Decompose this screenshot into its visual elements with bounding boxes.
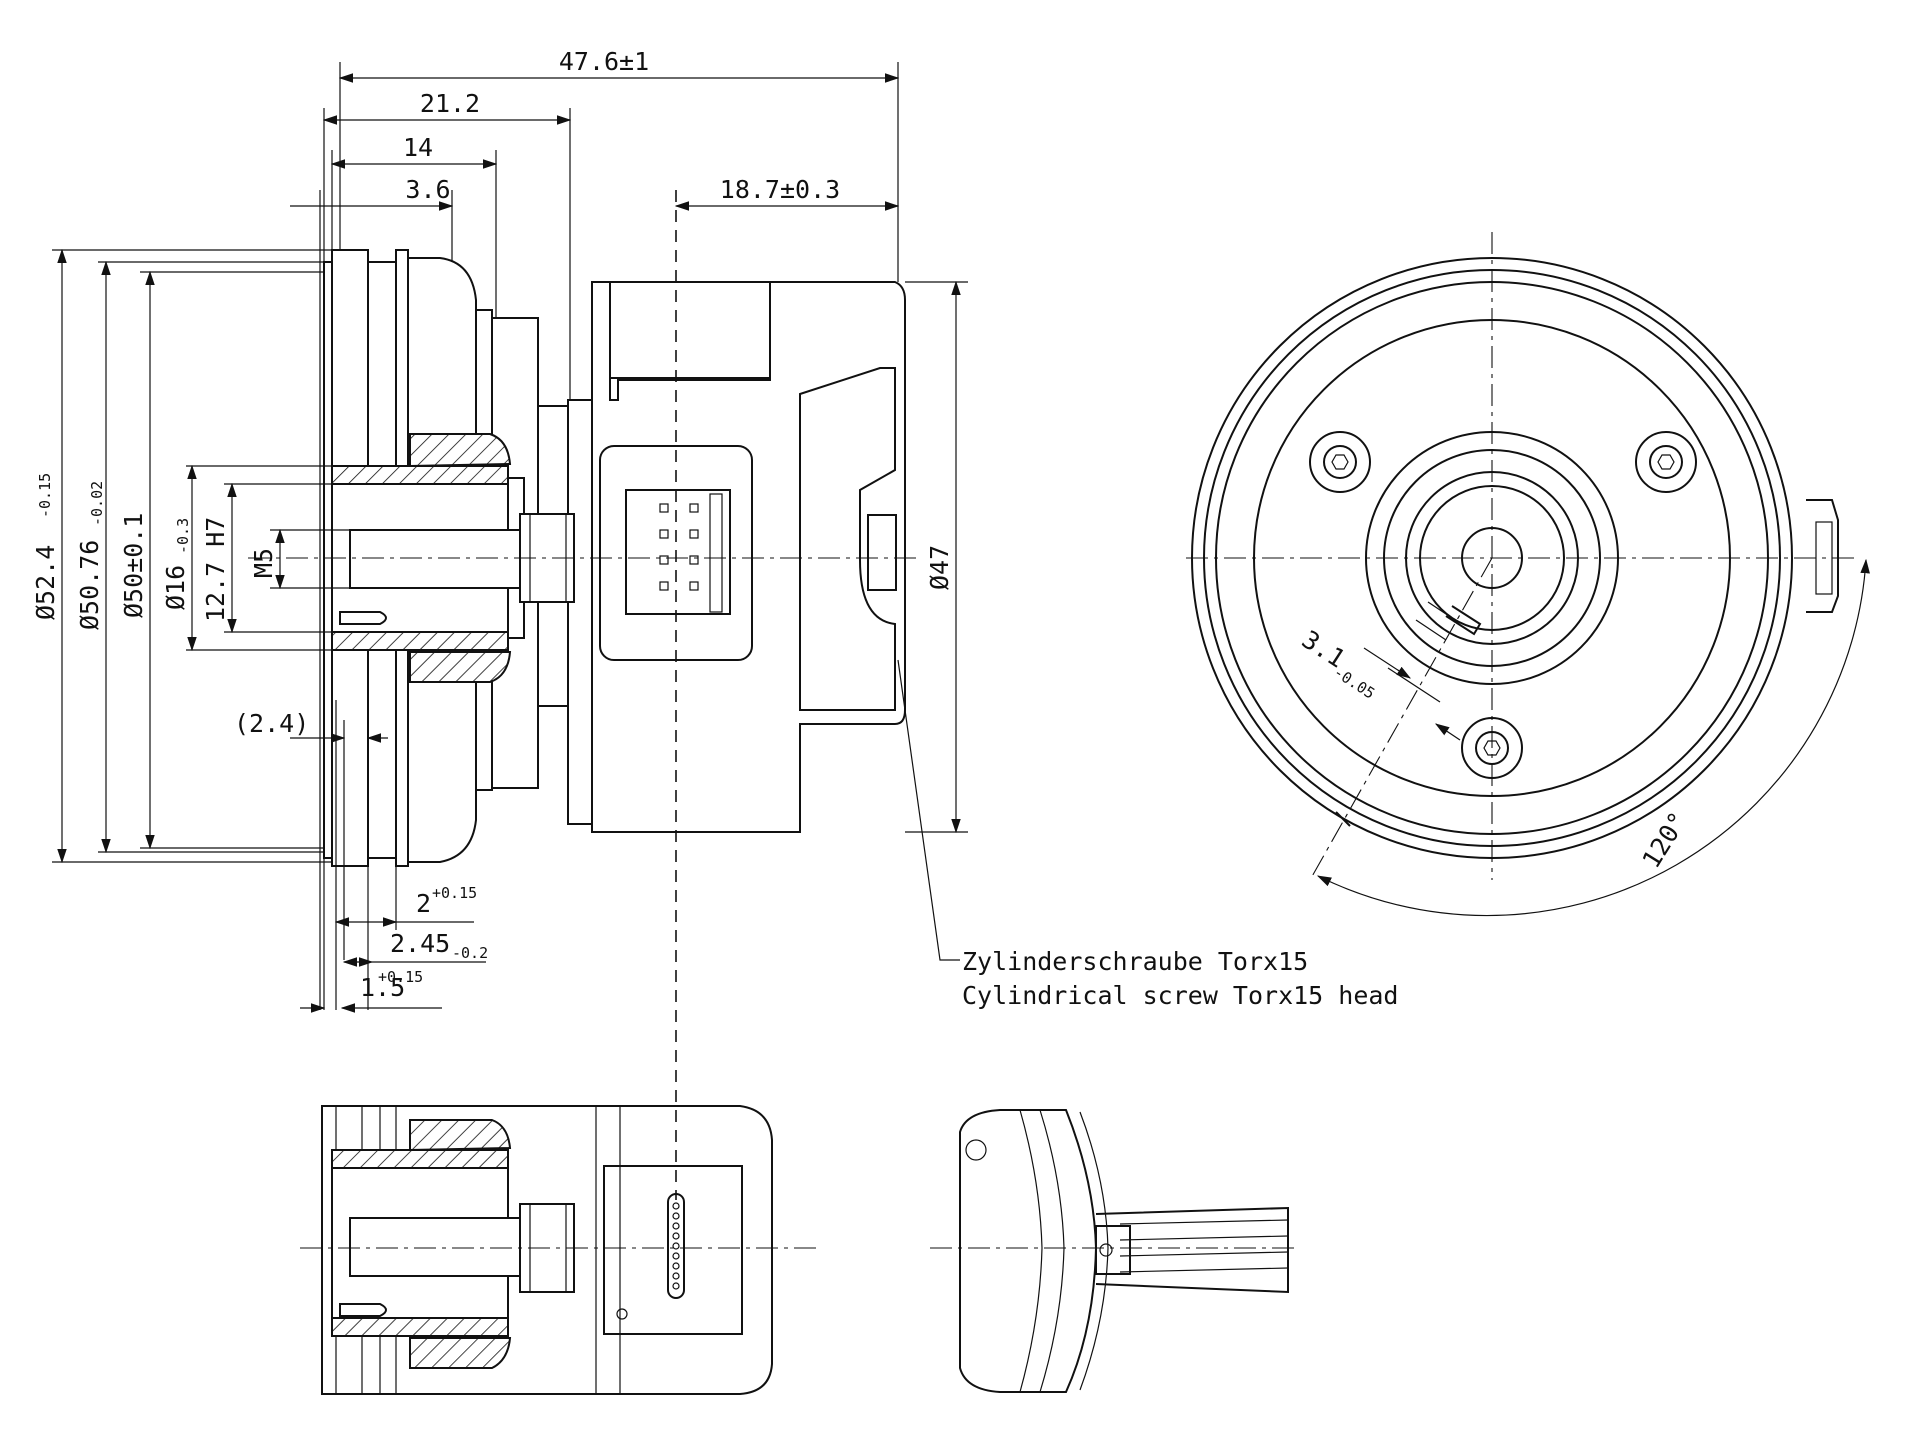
dim-overall-length: 47.6±1 xyxy=(559,47,649,76)
side-view xyxy=(248,190,920,1200)
dim-3-6: 3.6 xyxy=(405,175,450,204)
dim-dia-16: Ø16 xyxy=(161,565,190,610)
screw-hole-left xyxy=(1309,431,1371,493)
cover-top xyxy=(609,281,771,379)
cable xyxy=(1095,1206,1289,1294)
screw-slot xyxy=(867,514,897,591)
dim-key-width-tol: -0.05 xyxy=(1330,663,1378,703)
hub-hatch-bottom-outer xyxy=(409,651,512,683)
section-view xyxy=(930,1109,1300,1393)
note-screw-de: Zylinderschraube Torx15 xyxy=(962,947,1308,976)
dim-bore: 12.7 H7 xyxy=(201,517,230,622)
dim-dia-50-76: Ø50.76 xyxy=(75,540,104,630)
bottom-connector-slot xyxy=(667,1193,685,1299)
angle-arc xyxy=(1316,558,1870,917)
connector-socket xyxy=(625,489,731,615)
front-view: 3.1 -0.05 120° xyxy=(1186,232,1870,917)
dim-dia-50: Ø50±0.1 xyxy=(119,513,148,618)
rim-notch xyxy=(1335,811,1351,827)
connector-pins xyxy=(659,493,723,613)
bottom-hatch-bottom xyxy=(409,1337,512,1369)
dim-21-2: 21.2 xyxy=(420,89,480,118)
dim-2: 2 xyxy=(416,889,431,918)
dim-2-4: (2.4) xyxy=(234,709,309,738)
hub-hatch-top-inner xyxy=(331,465,509,485)
dim-dia-52-4: Ø52.4 xyxy=(31,545,60,620)
dim-thread: M5 xyxy=(249,548,278,578)
hub-hatch-bottom-inner xyxy=(331,631,509,651)
bottom-shaft xyxy=(349,1217,521,1277)
cable-tab xyxy=(1806,499,1839,613)
dim-connector-offset: 18.7±0.3 xyxy=(720,175,840,204)
dim-2-tol: +0.15 xyxy=(432,884,477,902)
bottom-hatch-inner-top xyxy=(331,1149,509,1169)
bottom-hatch-top xyxy=(409,1119,512,1152)
dim-1-5: 1.5 xyxy=(360,973,405,1002)
dim-dia-52-4-tol: -0.15 xyxy=(36,473,54,518)
cable-clamp xyxy=(1095,1225,1131,1275)
pin xyxy=(339,611,387,625)
screw-note: Zylinderschraube Torx15 Cylindrical scre… xyxy=(897,659,1399,1010)
section-body xyxy=(959,1109,1098,1393)
note-screw-en: Cylindrical screw Torx15 head xyxy=(962,981,1399,1010)
bottom-view xyxy=(300,1105,820,1395)
dim-1-5-tol: +0.15 xyxy=(378,968,423,986)
connector-housing xyxy=(591,281,906,833)
bottom-connector-pins xyxy=(672,1202,680,1290)
flange-front-plate xyxy=(323,261,333,859)
dim-dia-50-76-tol: -0.02 xyxy=(88,481,106,526)
screw-hole-right xyxy=(1635,431,1697,493)
dim-dia-47: Ø47 xyxy=(925,545,954,590)
bottom-connector xyxy=(603,1165,743,1335)
dim-dia-16-tol: -0.3 xyxy=(174,518,192,554)
hub-hatch-top-outer xyxy=(409,433,512,468)
body-collar xyxy=(567,399,593,825)
bottom-outline xyxy=(321,1105,773,1395)
dim-14: 14 xyxy=(403,133,433,162)
dim-2-45-tol: -0.2 xyxy=(452,944,488,962)
latch xyxy=(799,367,896,711)
side-dimensions: 47.6±1 21.2 14 3.6 18.7±0.3 Ø52.4 -0.15 … xyxy=(31,47,968,1013)
dim-2-45: 2.45 xyxy=(390,929,450,958)
housing-dome xyxy=(407,257,477,863)
shaft xyxy=(349,529,521,589)
bottom-hatch-inner-bottom xyxy=(331,1317,509,1337)
